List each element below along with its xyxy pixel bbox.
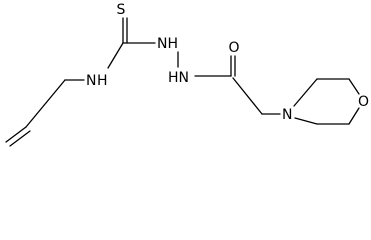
bond-ring-lower-n [294, 117, 318, 125]
atom-thione-sulfur: S [117, 2, 126, 18]
atom-carbonyl-oxygen: O [228, 40, 239, 56]
bond-ring-upper-o [348, 78, 360, 95]
bond-vinyl-double-b [9, 130, 31, 147]
bond-vinyl-ch2 [25, 79, 66, 128]
bond-carbonyl-ch2 [232, 77, 263, 115]
bond-n-thiocarbon [107, 42, 124, 69]
atom-morpholine-oxygen: O [358, 94, 369, 110]
bond-vinyl-double-a [5, 126, 27, 143]
structure-diagram: S N H NH HN O N O [5, 2, 369, 147]
bond-ring-o-lower [348, 107, 360, 125]
atom-thioamide-n: N [86, 73, 96, 89]
atom-thioamide-h: H [97, 73, 108, 89]
atom-hydrazine-nh-lower: HN [168, 70, 189, 86]
atom-morpholine-nitrogen: N [282, 107, 292, 123]
atom-hydrazine-nh-upper: NH [157, 36, 178, 52]
bond-ring-n-upper [293, 78, 318, 107]
